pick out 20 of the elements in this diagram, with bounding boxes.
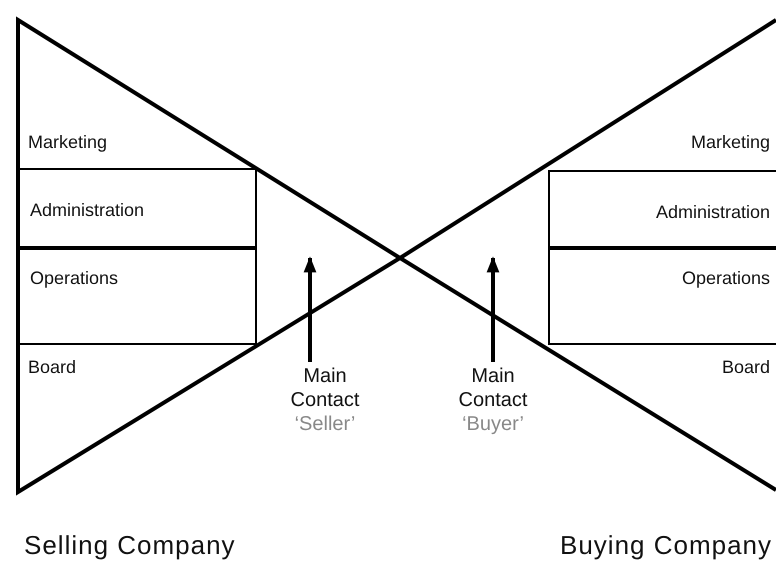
department-box [548,248,776,345]
contact-label: Main Contact [290,364,360,412]
department-label: Marketing [28,132,108,153]
department-box [18,248,257,345]
company-label: Buying Company [560,530,772,561]
department-label: Board [28,357,76,378]
company-label: Selling Company [24,530,236,561]
department-label: Administration [656,202,770,223]
role-label: ‘Seller’ [294,412,356,436]
department-box [18,168,257,248]
department-label: Administration [30,200,144,221]
department-label: Operations [682,268,770,289]
department-label: Operations [30,268,118,289]
role-label: ‘Buyer’ [461,412,525,436]
department-label: Board [722,357,770,378]
arrow [304,256,316,362]
contact-label: Main Contact [458,364,528,412]
department-label: Marketing [690,132,770,153]
department-box [548,170,776,248]
arrow [486,256,500,362]
